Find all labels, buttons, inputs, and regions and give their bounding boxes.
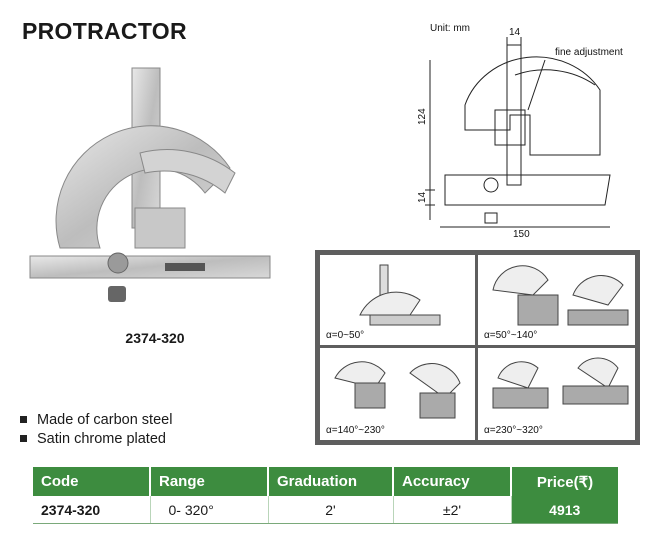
unit-label: Unit: mm: [430, 23, 470, 34]
cell-graduation: 2': [268, 496, 394, 524]
cell-accuracy: ±2': [393, 496, 512, 524]
cell-price: 4913: [511, 496, 618, 524]
usage-cell-1: α=0~50°: [320, 255, 475, 345]
feature-text: Made of carbon steel: [37, 411, 173, 428]
table-header-row: Code Range Graduation Accuracy Price(₹): [33, 467, 618, 496]
model-label: 2374-320: [125, 330, 185, 346]
usage-cell-2: α=50°~140°: [478, 255, 635, 345]
feature-item: Satin chrome plated: [20, 429, 172, 448]
usage-illustration-3: [334, 361, 461, 419]
usage-label-4: α=230°~320°: [484, 425, 543, 436]
cell-code: 2374-320: [33, 496, 151, 524]
header-graduation: Graduation: [268, 467, 394, 496]
page-title: PROTRACTOR: [22, 18, 187, 44]
fine-adjustment-label: fine adjustment: [555, 47, 623, 58]
spec-table: Code Range Graduation Accuracy Price(₹) …: [33, 467, 618, 524]
usage-cell-4: α=230°~320°: [478, 348, 635, 440]
header-range: Range: [150, 467, 269, 496]
bullet-square-icon: [20, 435, 27, 442]
usage-illustration-4: [492, 357, 629, 409]
bullet-square-icon: [20, 416, 27, 423]
usage-cell-3: α=140°~230°: [320, 348, 475, 440]
usage-label-3: α=140°~230°: [326, 425, 385, 436]
dim-width: 150: [513, 229, 530, 240]
dimension-drawing: Unit: mm 14 fine adjustment 124 14 150: [417, 23, 623, 240]
usage-label-2: α=50°~140°: [484, 330, 538, 341]
feature-item: Made of carbon steel: [20, 410, 172, 429]
usage-illustration-1: [359, 264, 441, 326]
header-accuracy: Accuracy: [393, 467, 512, 496]
dim-base: 14: [417, 191, 428, 203]
feature-list: Made of carbon steel Satin chrome plated: [20, 410, 172, 448]
dim-top: 14: [509, 27, 521, 38]
dim-height: 124: [417, 108, 428, 125]
usage-label-1: α=0~50°: [326, 330, 365, 341]
table-row: 2374-320 0- 320° 2' ±2' 4913: [33, 496, 618, 524]
usage-panels: α=0~50° α=50°~140° α=140°~230° α=230°~32…: [315, 250, 640, 445]
usage-illustration-2: [492, 265, 629, 326]
product-photo: [29, 67, 271, 302]
header-code: Code: [33, 467, 151, 496]
feature-text: Satin chrome plated: [37, 430, 166, 447]
header-price: Price(₹): [511, 467, 618, 496]
cell-range: 0- 320°: [150, 496, 269, 524]
